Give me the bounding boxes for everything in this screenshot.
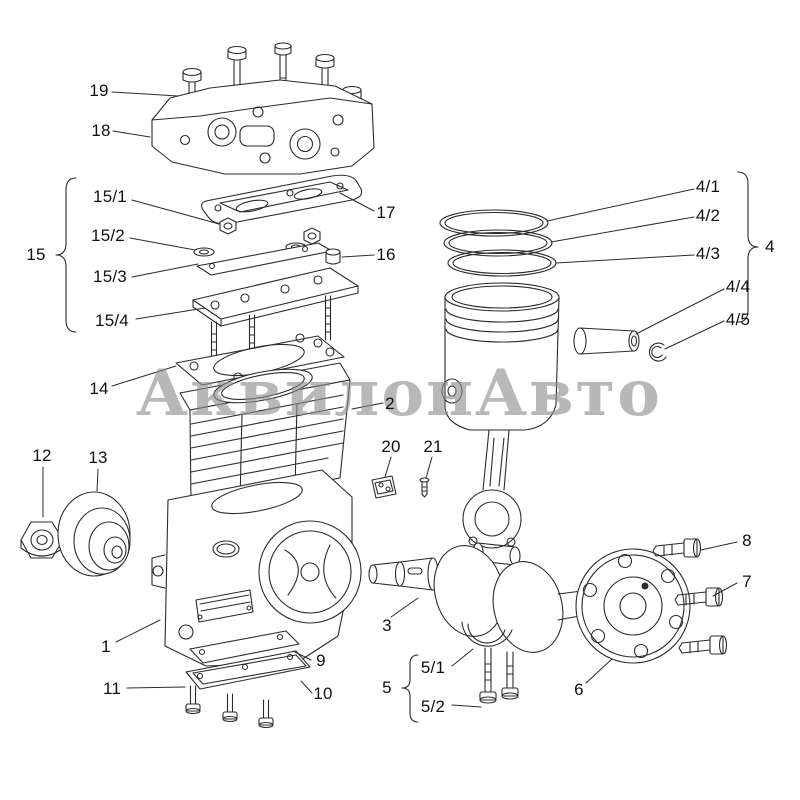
callout-17: 17	[376, 203, 396, 222]
callout-6: 6	[574, 680, 584, 699]
bottom-bolts	[185, 685, 274, 729]
callout-4-1: 4/1	[695, 177, 721, 196]
head-nuts-and-washers	[193, 217, 333, 276]
callout-4-4: 4/4	[725, 277, 751, 296]
piston-rings	[439, 209, 557, 277]
rod-cap-and-bolts	[461, 621, 519, 704]
callout-4-2: 4/2	[695, 206, 721, 225]
callout-18: 18	[91, 121, 111, 140]
callout-14: 14	[89, 379, 109, 398]
brace-4	[737, 171, 759, 323]
callout-3: 3	[382, 616, 392, 635]
valve-plate	[192, 267, 359, 363]
rear-cover	[575, 548, 691, 664]
callout-2: 2	[385, 394, 395, 413]
crankcase	[151, 469, 362, 667]
piston-pin	[573, 327, 640, 355]
callout-15: 15	[26, 245, 46, 264]
seal-nut	[20, 521, 64, 559]
callout-9: 9	[316, 651, 326, 670]
valve-cap	[325, 248, 341, 265]
reed-valve-part	[371, 475, 397, 499]
connecting-rod	[462, 429, 522, 549]
callout-15-3: 15/3	[93, 267, 127, 286]
callout-15-2: 15/2	[91, 226, 125, 245]
cylinder-head	[151, 79, 375, 175]
callout-12: 12	[32, 446, 52, 465]
leader-lines	[42, 91, 738, 708]
callout-20: 20	[381, 437, 401, 456]
callout-15-4: 15/4	[95, 311, 129, 330]
callout-19: 19	[89, 81, 109, 100]
callout-1: 1	[101, 637, 111, 656]
bottom-gasket	[189, 630, 300, 664]
circlip	[648, 342, 667, 362]
callout-10: 10	[313, 684, 333, 703]
stepped-collar	[57, 491, 131, 577]
callout-21: 21	[423, 437, 443, 456]
callout-4: 4	[765, 237, 775, 256]
callout-8: 8	[742, 531, 752, 550]
callout-4-3: 4/3	[695, 244, 721, 263]
brace-15	[55, 177, 77, 333]
watermark: АквилонАвто	[136, 356, 662, 431]
cover-bolts	[652, 538, 728, 655]
head-gasket	[200, 174, 363, 225]
callout-13: 13	[88, 448, 108, 467]
callout-11: 11	[102, 679, 122, 698]
callout-4-5: 4/5	[725, 310, 751, 329]
callout-5-1: 5/1	[420, 658, 446, 677]
brace-5	[401, 654, 419, 723]
small-screw	[419, 477, 430, 498]
bottom-plate	[185, 650, 311, 690]
piston	[441, 282, 560, 431]
callout-5-2: 5/2	[420, 697, 446, 716]
callout-7: 7	[742, 572, 752, 591]
callout-16: 16	[376, 245, 396, 264]
callout-5: 5	[382, 678, 392, 697]
callout-15-1: 15/1	[93, 187, 127, 206]
crankshaft	[368, 542, 596, 653]
